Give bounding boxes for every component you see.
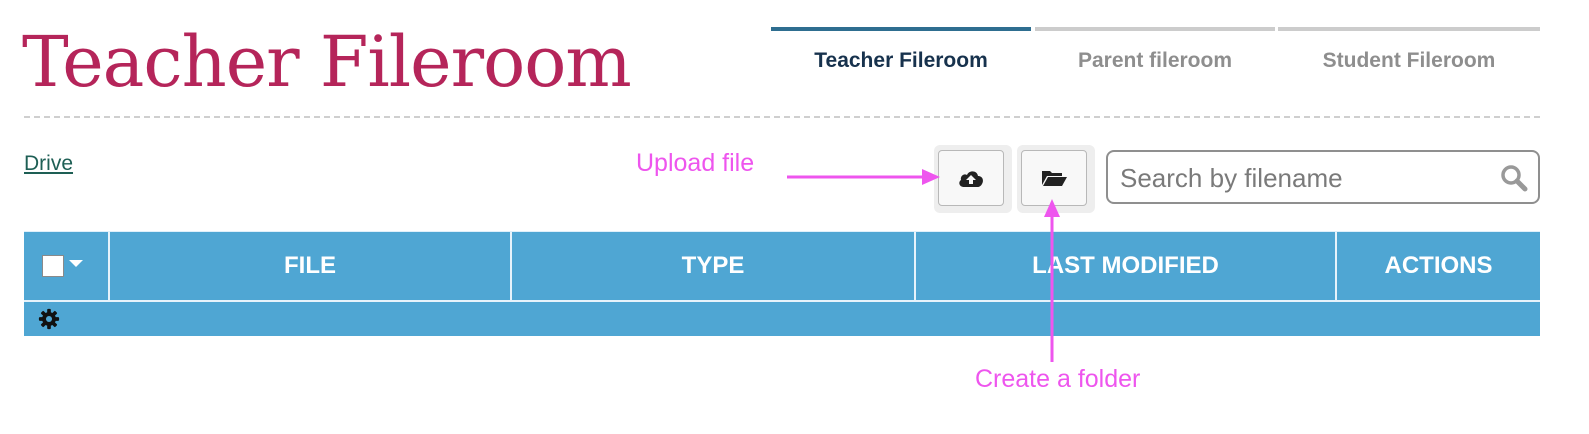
search-input[interactable]	[1118, 160, 1492, 196]
upload-arrow	[787, 169, 940, 185]
column-header-file[interactable]: FILE	[108, 232, 510, 300]
search-icon[interactable]	[1500, 164, 1528, 197]
folder-open-icon	[1042, 171, 1067, 186]
gear-icon[interactable]	[38, 308, 60, 330]
select-all-cell	[24, 232, 108, 300]
search-box	[1106, 150, 1540, 204]
files-table: FILE TYPE LAST MODIFIED ACTIONS	[24, 231, 1540, 336]
upload-file-annotation: Upload file	[636, 149, 755, 177]
header-divider	[24, 116, 1540, 118]
table-settings-row	[24, 300, 1540, 336]
column-header-actions: ACTIONS	[1335, 232, 1540, 300]
tab-student-fileroom[interactable]: Student Fileroom	[1278, 27, 1540, 85]
create-folder-button[interactable]	[1021, 150, 1087, 206]
breadcrumb-drive-link[interactable]: Drive	[24, 152, 74, 175]
column-header-type[interactable]: TYPE	[510, 232, 914, 300]
table-header-row: FILE TYPE LAST MODIFIED ACTIONS	[24, 231, 1540, 300]
select-all-checkbox[interactable]	[42, 255, 64, 277]
create-folder-annotation: Create a folder	[975, 365, 1141, 393]
folder-button-wrapper	[1017, 145, 1095, 213]
chevron-down-icon[interactable]	[69, 259, 83, 267]
upload-button-wrapper	[934, 145, 1012, 213]
upload-file-button[interactable]	[938, 150, 1004, 206]
tab-teacher-fileroom[interactable]: Teacher Fileroom	[771, 27, 1031, 85]
cloud-upload-icon	[959, 171, 983, 187]
tab-parent-fileroom[interactable]: Parent fileroom	[1035, 27, 1275, 85]
column-header-last-modified[interactable]: LAST MODIFIED	[914, 232, 1335, 300]
page-title: Teacher Fileroom	[22, 21, 632, 103]
